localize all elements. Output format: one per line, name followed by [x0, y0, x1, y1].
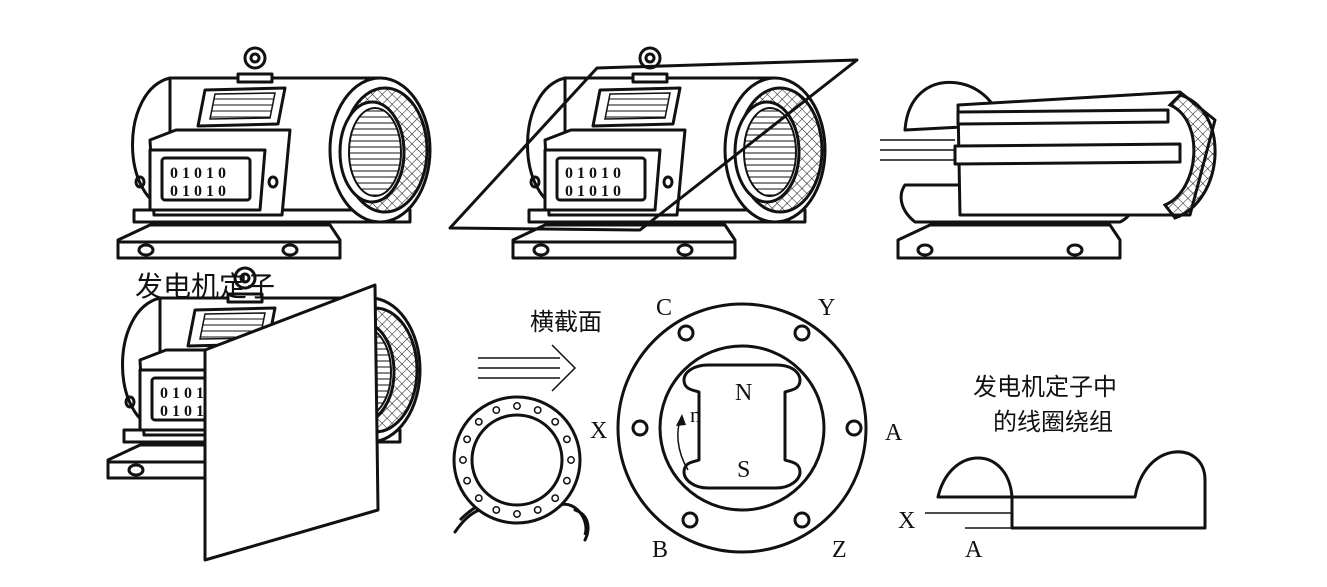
slot-a [845, 419, 863, 437]
pole-south: S [737, 457, 750, 483]
terminal-x: X [590, 418, 607, 444]
terminal-a: A [885, 420, 903, 446]
slot-hole [533, 505, 542, 514]
slot-hole [513, 510, 521, 518]
winding-diagram [925, 450, 1207, 530]
slot-hole [551, 494, 560, 503]
stator-label: 发电机定子 [135, 270, 275, 303]
stator-cross-section [616, 302, 868, 554]
pole-north: N [735, 380, 752, 406]
vertical-cutting-plane [203, 283, 380, 562]
generator-with-cutting-plane [448, 46, 859, 260]
slot-hole [474, 494, 483, 503]
slot-hole [533, 406, 542, 415]
slot-hole [567, 456, 575, 464]
cross-section-arrow [478, 344, 577, 392]
slot-hole [463, 476, 472, 485]
slot-hole [562, 435, 571, 444]
winding-end-x: X [898, 508, 915, 534]
slot-b [681, 511, 699, 529]
slot-hole [474, 417, 483, 426]
slot-hole [492, 406, 501, 415]
generator-illustration [116, 46, 432, 260]
slot-y [793, 324, 811, 342]
terminal-b: B [652, 537, 668, 563]
slot-c [677, 324, 695, 342]
slot-hole [463, 435, 472, 444]
stator-ring-small [452, 395, 590, 542]
winding-label-line1: 发电机定子中 [973, 373, 1117, 401]
slot-x [631, 419, 649, 437]
winding-label-line2: 的线圈绕组 [993, 408, 1113, 436]
stator-slots [459, 402, 575, 518]
slot-hole [459, 456, 467, 464]
slot-hole [551, 417, 560, 426]
opened-stator-illustration [880, 80, 1217, 260]
slot-hole [513, 402, 521, 410]
terminal-y: Y [818, 295, 835, 321]
slot-hole [562, 476, 571, 485]
terminal-c: C [656, 295, 672, 321]
cross-section-label: 横截面 [530, 308, 602, 336]
winding-end-a: A [965, 537, 983, 563]
slot-hole [492, 505, 501, 514]
slot-z [793, 511, 811, 529]
terminal-z: Z [832, 537, 847, 563]
rotation-speed-label: n [690, 402, 701, 427]
